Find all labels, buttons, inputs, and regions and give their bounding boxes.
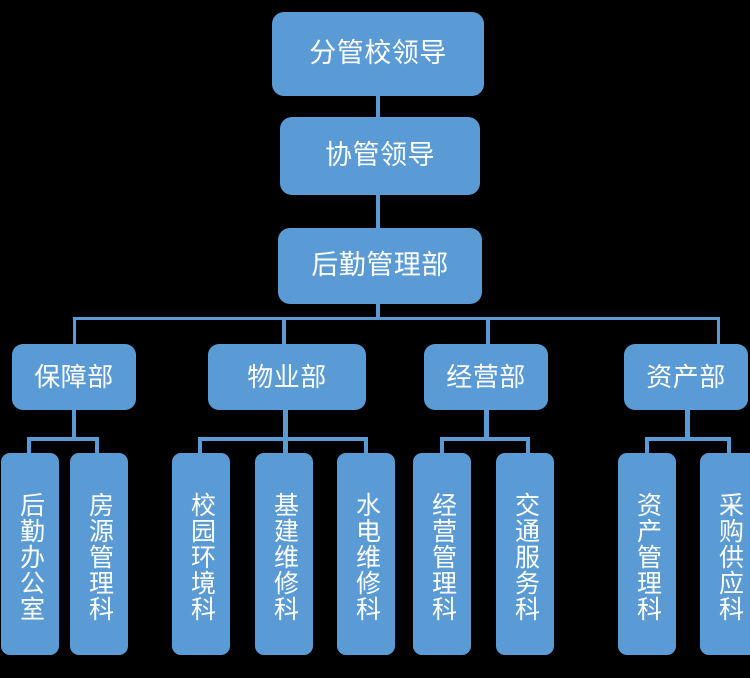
- node-level5-housing-management[interactable]: 房源管理科: [70, 453, 128, 655]
- connector-bus-drop-wuyebu: [282, 317, 286, 344]
- connector-bus-drop-baozhangbu: [73, 317, 76, 344]
- connector-level4-bus: [74, 317, 720, 320]
- node-level5-asset-management[interactable]: 资产管理科: [618, 453, 676, 655]
- connector-zichanbu-drop-2: [727, 437, 731, 454]
- node-level5-houqin-office[interactable]: 后勤办公室: [1, 453, 59, 655]
- connector-level1-to-level2: [376, 96, 380, 117]
- connector-zichanbu-drop-1: [645, 437, 649, 454]
- node-level4-zichanbu[interactable]: 资产部: [624, 344, 748, 410]
- node-level4-wuyebu[interactable]: 物业部: [208, 344, 366, 410]
- node-level1-principal[interactable]: 分管校领导: [272, 12, 484, 96]
- connector-baozhangbu-drop-2: [95, 437, 99, 454]
- node-level2-assistant-leader[interactable]: 协管领导: [280, 117, 480, 195]
- connector-bus-drop-jingyingbu: [486, 317, 490, 344]
- connector-jingyingbu-stem: [484, 410, 489, 438]
- node-level5-infrastructure-repair[interactable]: 基建维修科: [255, 453, 313, 655]
- connector-zichanbu-stem: [685, 410, 690, 438]
- connector-level2-to-level3: [376, 195, 380, 228]
- connector-level3-stem: [376, 304, 380, 320]
- connector-wuyebu-drop-2: [283, 437, 288, 454]
- node-level4-jingyingbu[interactable]: 经营部: [424, 344, 548, 410]
- node-level5-procurement-supply[interactable]: 采购供应科: [700, 453, 750, 655]
- connector-baozhangbu-drop-1: [27, 437, 31, 454]
- connector-zichanbu-bus: [645, 437, 731, 441]
- node-level3-logistics-department[interactable]: 后勤管理部: [278, 228, 482, 304]
- connector-bus-drop-zichanbu: [717, 317, 720, 344]
- node-level5-water-electric-repair[interactable]: 水电维修科: [337, 453, 395, 655]
- connector-wuyebu-stem: [283, 410, 288, 438]
- connector-wuyebu-drop-1: [198, 437, 202, 454]
- connector-baozhangbu-bus: [27, 437, 99, 441]
- connector-baozhangbu-stem: [72, 410, 76, 438]
- node-level4-baozhangbu[interactable]: 保障部: [12, 344, 136, 410]
- connector-wuyebu-drop-3: [364, 437, 368, 454]
- connector-jingyingbu-drop-2: [526, 437, 530, 454]
- node-level5-business-management[interactable]: 经营管理科: [413, 453, 471, 655]
- connector-jingyingbu-bus: [440, 437, 530, 441]
- connector-jingyingbu-drop-1: [440, 437, 444, 454]
- node-level5-transport-service[interactable]: 交通服务科: [496, 453, 554, 655]
- node-level5-campus-environment[interactable]: 校园环境科: [172, 453, 230, 655]
